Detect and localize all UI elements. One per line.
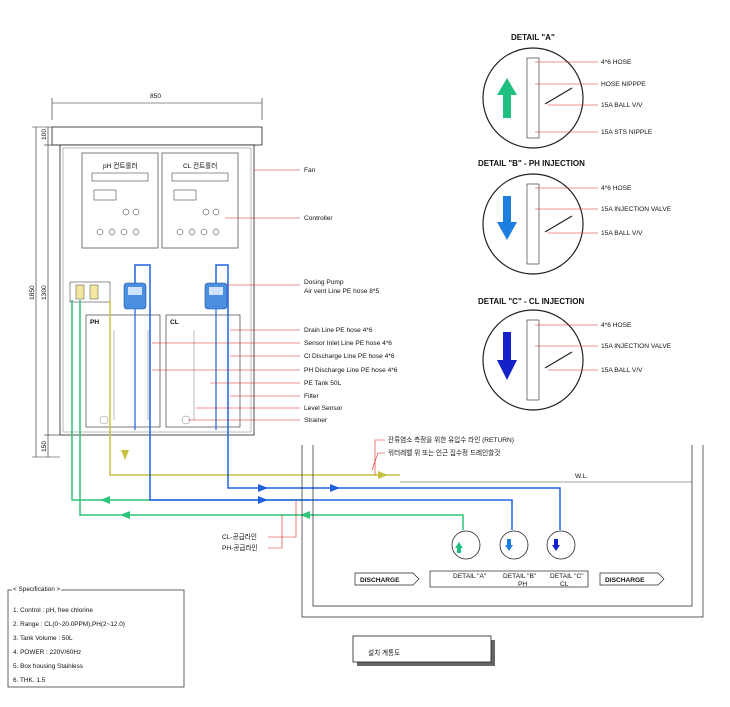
controller-cl	[161, 152, 239, 249]
detail-c-label-3: 15A BALL V/V	[601, 367, 643, 374]
pipe-ph-tag: PH	[518, 581, 527, 588]
spec-item-6: 6. THK. 1.5	[13, 677, 46, 684]
detail-c-title: DETAIL "C" - CL INJECTION	[478, 297, 584, 306]
title-box: 설치 계통도	[352, 635, 495, 666]
dim-total: 1850	[29, 285, 36, 300]
discharge-left: DISCHARGE	[360, 577, 400, 584]
yellow-return-line	[109, 300, 400, 476]
spec-item-1: 1. Control : pH, free chlorine	[13, 607, 93, 614]
callout-dosing-pump: Dosing Pump	[304, 279, 344, 286]
callout-level-sensor: Level Sensor	[304, 405, 343, 412]
dimension-lines	[32, 98, 263, 458]
callout-strainer: Strainer	[304, 417, 328, 424]
spec-item-3: 3. Tank Volume : 50L	[13, 635, 73, 642]
callout-fan: Fan	[304, 167, 316, 174]
discharge-pipe	[354, 570, 665, 588]
pipe-detail-c: DETAIL "C"	[550, 573, 584, 580]
detail-b-title: DETAIL "B" - PH INJECTION	[478, 159, 585, 168]
detail-c-down-arrow	[497, 332, 517, 380]
dosing-pump-cl	[204, 282, 228, 310]
drain-note: 워터레벨 위 또는 인근 집수정 드레인할것	[388, 448, 500, 457]
pipe-detail-a: DETAIL "A"	[453, 573, 487, 580]
supply-line-ph: PH-공급라인	[222, 543, 258, 552]
pipe-detail-b: DETAIL "B"	[503, 573, 537, 580]
detail-a-up-arrow	[497, 78, 517, 118]
controller-ph	[81, 152, 159, 249]
cabinet: pH 컨트롤러 CL 컨트롤러 PH CL	[51, 126, 263, 436]
supply-line-cl: CL-공급라인	[222, 532, 257, 541]
detail-a-label-1: 4*6 HOSE	[601, 59, 632, 66]
controller-cl-title: CL 컨트롤러	[183, 161, 217, 170]
green-line-inner	[79, 300, 464, 530]
detail-b-label-3: 15A BALL V/V	[601, 230, 643, 237]
callout-sensor-inlet: Sensor Inlet Line PE hose 4*6	[304, 340, 392, 347]
injection-points	[451, 530, 576, 560]
callout-air-vent: Air vent Line PE hose 8*5	[304, 288, 379, 295]
blue-cl-line	[215, 264, 561, 530]
callout-drain-line: Drain Line PE hose 4*6	[304, 327, 373, 334]
pipelines	[71, 264, 561, 530]
spec-item-5: 5. Box housing Stainless	[13, 663, 83, 670]
dim-bottom: 150	[41, 441, 48, 452]
callout-ph-discharge: PH Discharge Line PE hose 4*6	[304, 367, 398, 374]
callout-cl-discharge: Cl Discharge Line PE hose 4*6	[304, 353, 395, 360]
controller-ph-title: pH 컨트롤러	[103, 161, 138, 170]
detail-c: DETAIL "C" - CL INJECTION 4*6 HOSE 15A I…	[478, 297, 672, 411]
detail-b-label-2: 15A INJECTION VALVE	[601, 206, 672, 213]
callout-lines	[152, 169, 300, 421]
detail-a-label-4: 15A STS NIPPLE	[601, 129, 653, 136]
dim-width: 850	[150, 93, 161, 100]
diagram-title: 설치 계통도	[368, 648, 400, 657]
tank-ph-label: PH	[90, 319, 99, 326]
detail-a: DETAIL "A" 4*6 HOSE HOSE NIPPPE 15A BALL…	[482, 33, 653, 149]
detail-a-label-3: 15A BALL V/V	[601, 102, 643, 109]
tank-cl	[165, 314, 241, 428]
discharge-right: DISCHARGE	[605, 577, 645, 584]
pipe-cl-tag: CL	[560, 581, 569, 588]
callout-pe-tank: PE Tank 50L	[304, 380, 342, 387]
blue-ph-line	[134, 264, 513, 530]
dim-height: 1300	[41, 285, 48, 300]
detail-c-label-1: 4*6 HOSE	[601, 322, 632, 329]
spec-title: < Specification >	[13, 586, 61, 593]
spec-item-2: 2. Range : CL(0~20.0PPM),PH(2~12.0)	[13, 621, 125, 628]
callout-controller: Controller	[304, 215, 333, 222]
return-line-note: 잔류염소 측정을 위한 유입수 라인 (RETURN)	[388, 435, 514, 444]
wl-label: W.L.	[575, 473, 588, 480]
detail-a-title: DETAIL "A"	[511, 33, 555, 42]
dosing-pump-ph	[123, 282, 147, 310]
callout-filter: Filter	[304, 393, 319, 400]
spec-item-4: 4. POWER : 220V/60Hz	[13, 649, 81, 656]
detail-a-label-2: HOSE NIPPPE	[601, 81, 646, 88]
detail-b-down-arrow	[497, 196, 517, 240]
specification-box: < Specification > 1. Control : pH, free …	[7, 585, 185, 688]
tank-ph	[85, 314, 161, 428]
cabinet-inner	[62, 147, 252, 433]
tank-cl-label: CL	[170, 319, 179, 326]
basin	[301, 445, 704, 618]
cabinet-roof	[51, 126, 263, 146]
detail-b: DETAIL "B" - PH INJECTION 4*6 HOSE 15A I…	[478, 159, 672, 275]
detail-b-label-1: 4*6 HOSE	[601, 185, 632, 192]
flow-arrows	[100, 450, 388, 519]
detail-c-label-2: 15A INJECTION VALVE	[601, 343, 672, 350]
dim-top: 100	[41, 129, 48, 140]
